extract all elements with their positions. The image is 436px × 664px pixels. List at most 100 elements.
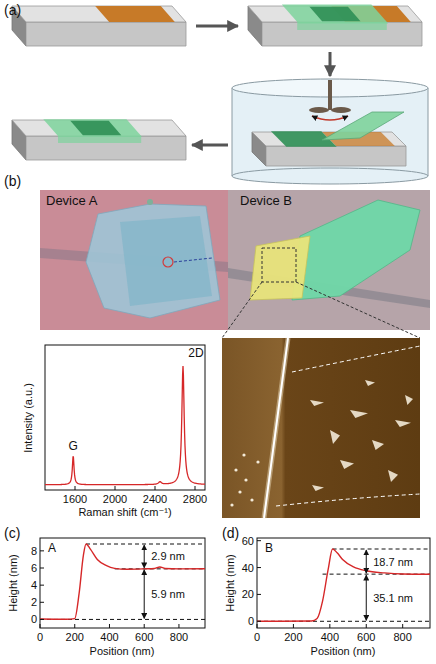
flake <box>310 7 361 21</box>
tick-label: 2800 <box>183 493 207 505</box>
process-arrow <box>329 52 332 76</box>
tick-label: 200 <box>284 631 302 643</box>
photo-right <box>228 190 430 330</box>
reference-dash <box>333 549 430 550</box>
film-edge <box>58 136 141 143</box>
contact-region <box>250 236 310 300</box>
tick-label: 400 <box>100 631 118 643</box>
axis-tick <box>144 624 145 628</box>
axis-tick <box>40 619 44 620</box>
plot-frame <box>40 538 205 628</box>
axis-tick <box>366 624 367 628</box>
step-height: 2.9 nm <box>150 550 186 562</box>
dimension-arrow <box>144 570 145 619</box>
panel-label: (a) <box>4 3 21 18</box>
afm-bubble <box>310 400 324 406</box>
axis-tick <box>257 621 261 622</box>
flake <box>70 121 121 135</box>
dimension-arrow <box>366 550 367 573</box>
tick-label: 2000 <box>103 493 127 505</box>
stirrer-rod <box>328 80 332 110</box>
flake-device-a <box>86 204 220 318</box>
flake-device-b <box>292 200 420 300</box>
panel-label: (c) <box>4 526 20 541</box>
polymer-film-edge <box>297 22 387 30</box>
device-label: Device A <box>46 194 97 208</box>
substrate-top <box>248 6 422 22</box>
step-height: 18.7 nm <box>372 556 414 568</box>
film <box>43 119 142 137</box>
afm-edge <box>264 338 288 518</box>
axis-tick <box>257 594 261 595</box>
afm-outline <box>292 346 420 372</box>
tick-label: 800 <box>393 631 411 643</box>
afm-image <box>222 338 420 518</box>
axis-title: Position (nm) <box>311 645 376 657</box>
afm-ground <box>222 338 420 518</box>
afm-bubble <box>395 420 411 427</box>
dimension-arrow <box>366 575 367 620</box>
panel-label: (d) <box>222 526 239 541</box>
profile-label: B <box>265 542 273 555</box>
substrate-front <box>26 136 186 160</box>
axis-tick <box>40 602 44 603</box>
tick-label: 4 <box>31 579 37 591</box>
afm-bubble <box>340 460 354 469</box>
afm-bubble <box>330 430 340 444</box>
axis-title: Height (nm) <box>224 554 236 611</box>
axis-tick <box>329 624 330 628</box>
afm-bubble <box>365 380 375 386</box>
substrate-top <box>12 6 186 22</box>
afm-dot <box>242 453 245 456</box>
substrate-front <box>26 22 186 46</box>
axis-tick <box>178 624 179 628</box>
profile-chart-a <box>40 538 205 628</box>
peak-label: G <box>69 440 78 453</box>
scan-line <box>174 258 212 262</box>
afm-dot <box>250 498 253 501</box>
marker-circle <box>163 257 173 267</box>
tick-label: 60 <box>242 535 254 547</box>
axis-tick <box>75 486 76 490</box>
tick-label: 8 <box>31 545 37 557</box>
dust-dot <box>147 199 153 205</box>
tick-label: 20 <box>242 588 254 600</box>
afm-edge-glow <box>264 338 288 518</box>
axis-tick <box>195 486 196 490</box>
axis-tick <box>257 567 261 568</box>
afm-outline <box>276 494 420 506</box>
axis-title: Raman shift (cm⁻¹) <box>78 506 171 518</box>
tick-label: 2 <box>31 596 37 608</box>
axis-tick <box>40 585 44 586</box>
axis-tick <box>257 540 261 541</box>
afm-dot <box>244 478 247 481</box>
axis-tick <box>74 624 75 628</box>
scan-area <box>262 248 296 282</box>
afm-dot <box>238 490 241 493</box>
afm-bubble <box>350 410 368 418</box>
panel-label: (b) <box>4 174 21 189</box>
axis-tick <box>40 568 44 569</box>
device-label: Device B <box>240 194 292 208</box>
afm-dot <box>230 503 233 506</box>
afm-bubble <box>388 470 398 482</box>
beaker-bottom <box>232 168 428 184</box>
photo-left <box>40 190 228 330</box>
tick-label: 0 <box>37 631 43 643</box>
process-arrow <box>196 25 238 28</box>
axis-tick <box>40 624 41 628</box>
height-profile <box>40 544 205 619</box>
optical-image <box>40 190 430 338</box>
tick-label: 400 <box>321 631 339 643</box>
afm-bubble <box>405 395 413 405</box>
tick-label: 600 <box>357 631 375 643</box>
axis-tick <box>402 624 403 628</box>
profile-label: A <box>48 542 56 555</box>
tick-label: 600 <box>135 631 153 643</box>
rotation-arrow <box>312 116 348 120</box>
process-sketch <box>12 4 428 184</box>
peeled-film <box>322 112 404 140</box>
